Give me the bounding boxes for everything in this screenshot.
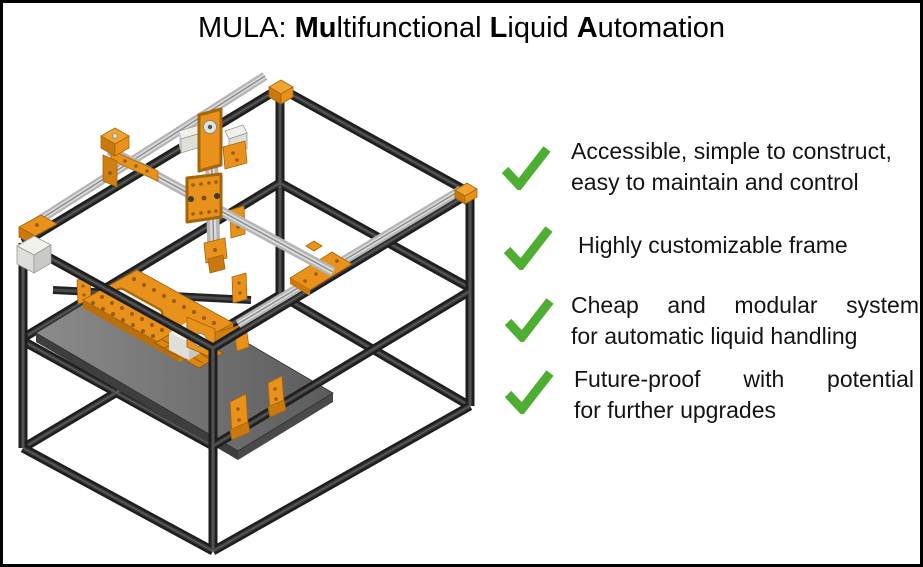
machine-illustration [16,72,478,555]
bullet-1: Accessible, simple to construct, easy to… [571,136,919,198]
z-bottom-cap [203,237,228,274]
checkmark-icon [504,370,554,414]
bullet-2-line-1: Highly customizable frame [578,232,848,258]
bullet-1-line-1: Accessible, simple to construct, [571,138,892,164]
page-title: MULA: Multifunctional Liquid Automation [197,12,726,44]
front-post-brackets [229,375,287,441]
corner-cap-back [268,79,294,105]
title-bold-l: L [489,12,508,44]
frame-front [18,84,475,555]
z-top-bracket [197,107,223,173]
bullet-1-line-2: easy to maintain and control [571,169,859,195]
title-text: MULA: [197,12,295,44]
bullet-4: Future-proof with potential for further … [574,364,914,426]
deck [35,269,334,460]
corner-left-assembly [16,214,58,274]
bullet-3: Cheap and modular system for automatic l… [571,290,919,352]
z-carriage [185,172,223,224]
title-bold-a: A [576,12,598,44]
bullet-4-line-1: Future-proof with potential [574,366,914,392]
bullet-2: Highly customizable frame [578,230,920,261]
checkmark-icon [503,226,553,270]
z-motor-left [178,124,202,154]
title-bold-mu: Mu [294,12,337,44]
checkmark-icon [501,146,551,190]
checkmark-icon [504,298,554,342]
x-beam-left-bracket [100,127,159,188]
bullet-4-line-2: for further upgrades [574,397,777,423]
bullet-3-line-2: for automatic liquid handling [571,323,858,349]
z-axis [178,107,248,274]
bullet-3-line-1: Cheap and modular system [571,292,919,318]
corner-cap-right [454,182,478,205]
